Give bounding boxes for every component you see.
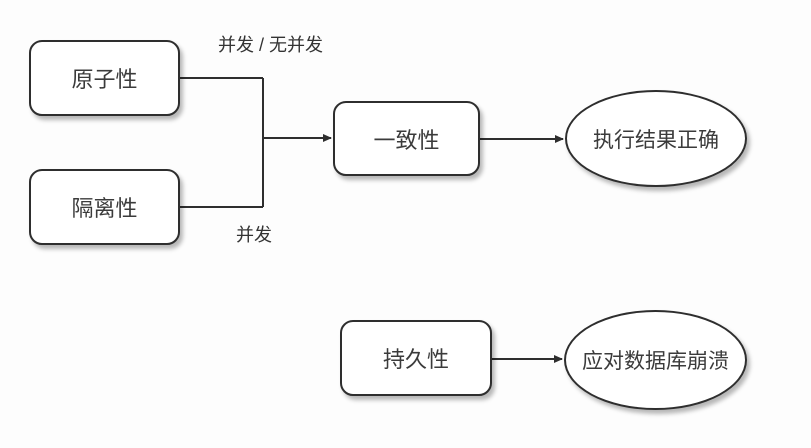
edge-label-concurrent-or-nonconcurrent: 并发 / 无并发 — [218, 35, 324, 55]
node-handle-database-crash-label: 应对数据库崩溃 — [582, 350, 729, 373]
node-consistency: 一致性 — [333, 101, 480, 176]
node-durability-label: 持久性 — [382, 347, 449, 372]
node-isolation-label: 隔离性 — [71, 196, 138, 221]
node-handle-database-crash: 应对数据库崩溃 — [564, 310, 747, 410]
node-atomicity-label: 原子性 — [71, 67, 138, 92]
node-atomicity: 原子性 — [29, 40, 180, 116]
node-execution-result-correct-label: 执行结果正确 — [593, 128, 719, 152]
edge-label-concurrent: 并发 — [236, 225, 272, 245]
node-isolation: 隔离性 — [29, 169, 180, 245]
node-durability: 持久性 — [340, 320, 492, 396]
node-consistency-label: 一致性 — [373, 127, 440, 153]
node-execution-result-correct: 执行结果正确 — [565, 90, 747, 187]
